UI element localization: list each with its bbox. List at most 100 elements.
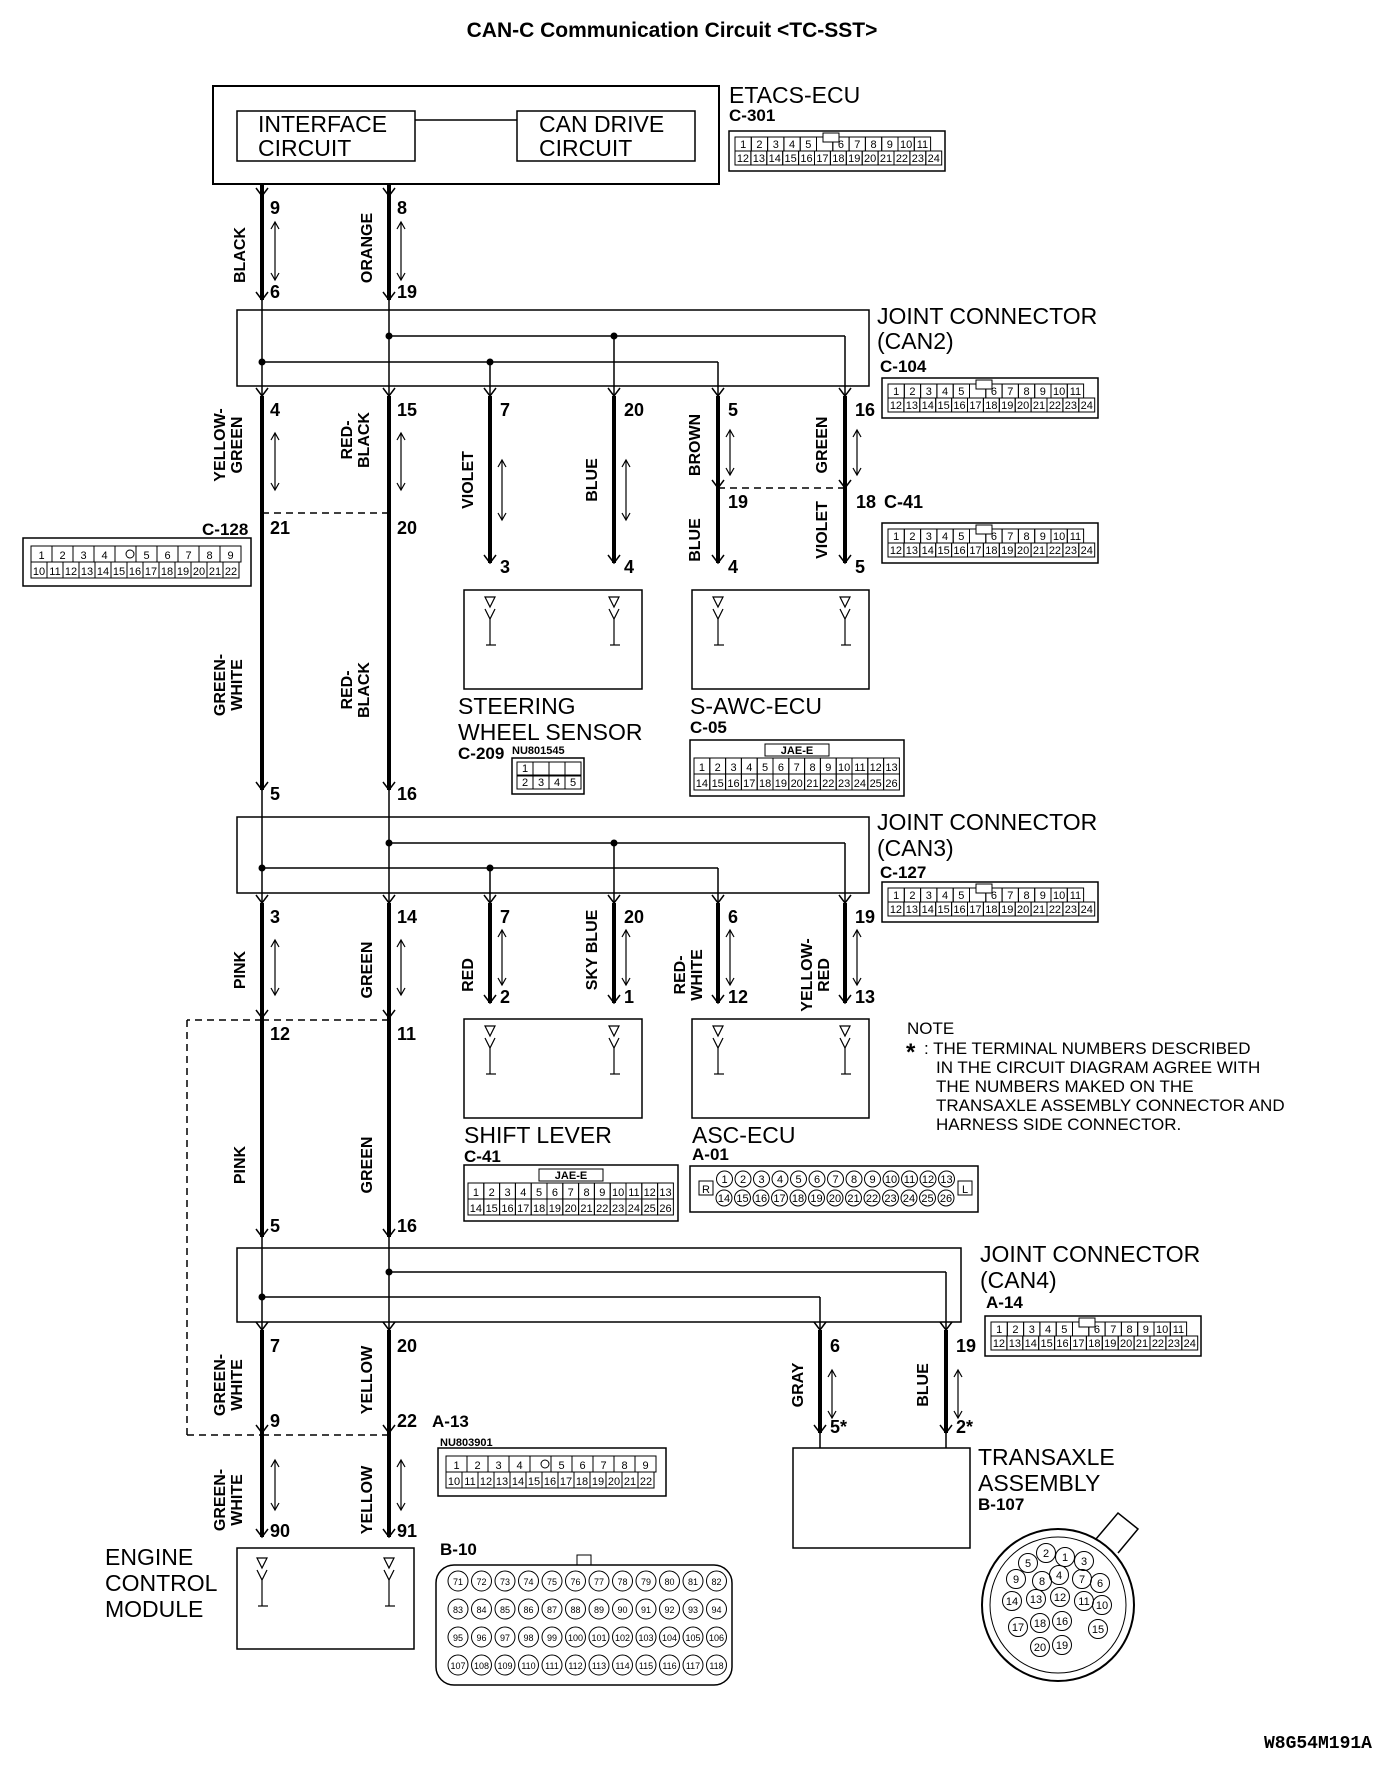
connector-pin-label: 9 bbox=[887, 139, 893, 151]
arrow-head bbox=[725, 977, 735, 987]
connector-pin-label: 103 bbox=[638, 1633, 653, 1643]
wire-color-label: BLUE bbox=[584, 458, 601, 502]
diagram-title: CAN-C Communication Circuit <TC-SST> bbox=[467, 19, 878, 42]
connector-pin-label: 5 bbox=[958, 531, 964, 543]
connector-pin-label: 26 bbox=[940, 1193, 952, 1205]
connector-pin-label: 8 bbox=[1126, 1324, 1132, 1336]
connector-key bbox=[125, 549, 135, 559]
connector-pin-label: 15 bbox=[712, 778, 724, 790]
pin-number: 2 bbox=[500, 987, 510, 1007]
connector-pin bbox=[635, 1570, 657, 1592]
connector-pin-label: 108 bbox=[474, 1661, 489, 1671]
connector-pin-label: 24 bbox=[1081, 904, 1093, 916]
connector-pin-label: 14 bbox=[718, 1193, 730, 1205]
ecm-name: ENGINE bbox=[105, 1544, 193, 1570]
connector-pin-label: 20 bbox=[565, 1203, 577, 1215]
connector-pin-label: 5 bbox=[143, 550, 149, 562]
steering-wheel-sensor: STEERING WHEEL SENSOR C-209 NU801545 bbox=[458, 589, 643, 763]
terminal-symbol bbox=[712, 608, 724, 621]
arrow-head bbox=[396, 938, 406, 948]
connector-pin-label: 5 bbox=[762, 762, 768, 774]
connector-pin-label: 19 bbox=[177, 566, 189, 578]
junction-dot bbox=[258, 1293, 266, 1301]
connector-pin-label: 9 bbox=[825, 762, 831, 774]
connector-pin-label: 8 bbox=[206, 550, 212, 562]
connector-pin-label: 97 bbox=[500, 1633, 510, 1643]
connector-pin-label: 12 bbox=[480, 1476, 492, 1488]
terminal-symbol bbox=[608, 1037, 620, 1050]
connector-pin bbox=[659, 1626, 680, 1648]
connector-pin-label: 18 bbox=[985, 400, 997, 412]
connector-side-marker bbox=[698, 1180, 714, 1196]
can3-code: C-127 bbox=[880, 863, 926, 882]
connector-pin-label: 7 bbox=[1007, 890, 1013, 902]
connector-pin-label: 12 bbox=[993, 1338, 1005, 1350]
connector-pin bbox=[826, 1189, 844, 1207]
connector-pin-label: 17 bbox=[1012, 1622, 1024, 1634]
connector-chevron bbox=[711, 387, 725, 398]
connector-pin-label: 15 bbox=[938, 400, 950, 412]
can3-name-2: (CAN3) bbox=[877, 835, 954, 861]
connector-pin-label: 14 bbox=[512, 1476, 524, 1488]
connector-pin-label: 74 bbox=[523, 1577, 533, 1587]
connector-pin-label: 21 bbox=[880, 153, 892, 165]
connector-pin-label: 4 bbox=[942, 890, 948, 902]
connector-pin-label: 22 bbox=[896, 153, 908, 165]
pin-number: 12 bbox=[728, 987, 748, 1007]
connector-pin-label: 21 bbox=[847, 1193, 859, 1205]
wire-color-label: RED bbox=[460, 958, 477, 992]
transaxle-code: B-107 bbox=[978, 1495, 1024, 1514]
connector-chevron bbox=[255, 1528, 269, 1539]
connector-pin-label: 10 bbox=[1053, 386, 1065, 398]
junction-dot bbox=[258, 864, 266, 872]
connector-pin-label: 83 bbox=[453, 1605, 463, 1615]
connector-pin bbox=[734, 1189, 751, 1207]
connector-pin-label: 20 bbox=[608, 1476, 620, 1488]
note-title: NOTE bbox=[907, 1019, 954, 1038]
arrow-head bbox=[396, 987, 406, 997]
connector-pin bbox=[494, 1654, 516, 1676]
connector-pin bbox=[753, 1170, 770, 1188]
arrow-head bbox=[621, 977, 631, 987]
connector-pin-label: 1 bbox=[893, 531, 899, 543]
connector-pin-label: 17 bbox=[969, 400, 981, 412]
connector-pin bbox=[919, 1189, 936, 1207]
connector-chevron bbox=[813, 1321, 827, 1332]
c41-connector bbox=[881, 522, 1099, 564]
connector-pin bbox=[1032, 1571, 1052, 1591]
jae-tab bbox=[764, 743, 830, 757]
connector-pin-label: 90 bbox=[617, 1605, 627, 1615]
can-drive-circuit-label: CAN DRIVE bbox=[539, 111, 664, 137]
asc-ecu: ASC-ECU A-01 bbox=[691, 1018, 870, 1164]
pin-number: 15 bbox=[397, 400, 417, 420]
connector-pin-label: 2 bbox=[1012, 1324, 1018, 1336]
connector-key bbox=[1078, 1317, 1096, 1328]
wire-color-label: WHITE bbox=[689, 949, 706, 1001]
connector-pin bbox=[734, 1170, 752, 1188]
connector-chevron bbox=[382, 894, 396, 905]
connector-pin bbox=[1030, 1613, 1050, 1633]
jae-label: JAE-E bbox=[781, 745, 813, 757]
connector-pin-label: 98 bbox=[523, 1633, 533, 1643]
connector-pin-label: 15 bbox=[528, 1476, 540, 1488]
connector-pin bbox=[471, 1654, 492, 1676]
connector-pin-label: 24 bbox=[903, 1193, 915, 1205]
wire-color-label: BLUE bbox=[687, 518, 704, 562]
connector-pin-label: 107 bbox=[450, 1661, 465, 1671]
connector-pin-label: 16 bbox=[953, 545, 965, 557]
connector-pin-label: 7 bbox=[1007, 531, 1013, 543]
connector-pin-label: 21 bbox=[209, 566, 221, 578]
steering-code: C-209 bbox=[458, 744, 504, 763]
connector-chevron bbox=[255, 1321, 269, 1332]
c209-connector bbox=[511, 757, 585, 795]
connector-pin bbox=[1088, 1619, 1108, 1639]
connector-chevron bbox=[255, 187, 269, 198]
connector-pin-label: 8 bbox=[1039, 1576, 1045, 1588]
connector-pin-label: 11 bbox=[628, 1187, 639, 1199]
connector-chevron bbox=[607, 554, 621, 565]
connector-pin-label: 16 bbox=[544, 1476, 556, 1488]
terminal-symbol bbox=[608, 1025, 620, 1038]
connector-pin-label: 25 bbox=[870, 778, 882, 790]
